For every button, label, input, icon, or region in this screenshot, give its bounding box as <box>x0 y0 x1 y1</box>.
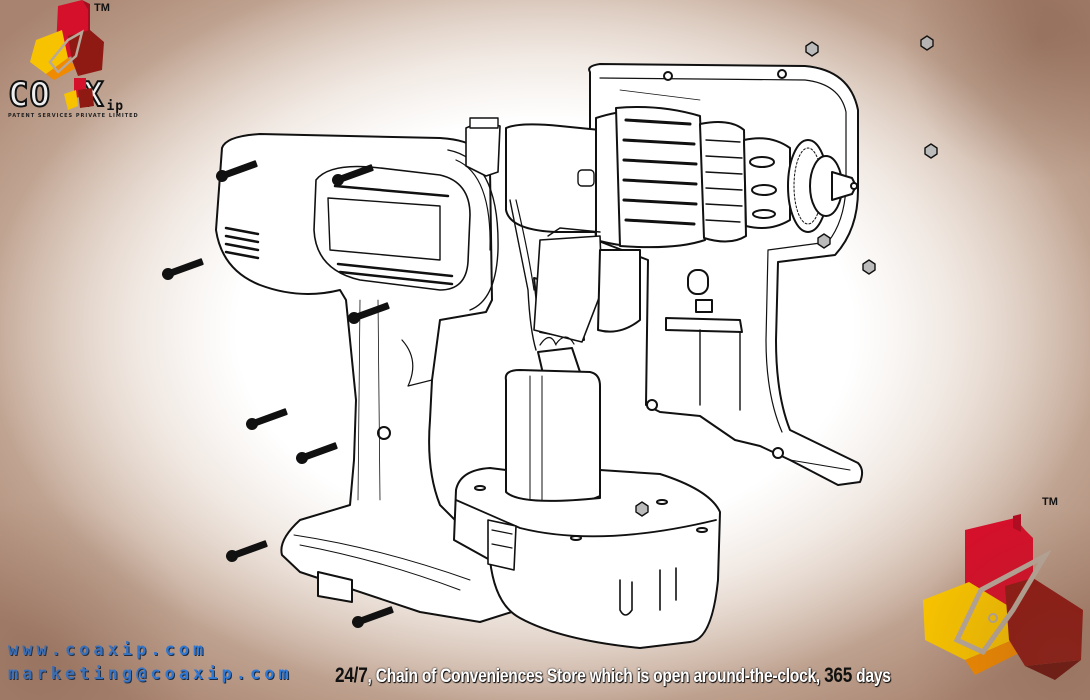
screw <box>246 408 288 430</box>
screw <box>162 258 204 280</box>
tagline-text-1: , Chain of Conveniences Store which is o… <box>367 666 825 687</box>
screw <box>226 540 268 562</box>
trademark-bottom: TM <box>1042 496 1058 508</box>
footer-tagline: 24/7, Chain of Conveniences Store which … <box>335 664 891 688</box>
hex-nut <box>862 259 876 275</box>
brand-mini-logo-icon <box>64 78 94 110</box>
hex-nuts <box>635 35 938 517</box>
tagline-highlight-247: 24/7 <box>335 664 368 687</box>
screw <box>216 160 258 182</box>
hex-nut <box>924 143 938 159</box>
tagline-highlight-365: 365 <box>824 664 853 687</box>
trademark-top: TM <box>94 2 110 14</box>
tagline-text-2: days <box>852 666 891 687</box>
hex-nut <box>817 233 831 249</box>
trigger-switch <box>509 199 641 379</box>
hex-nut <box>920 35 934 51</box>
brand-subtitle: PATENT SERVICES PRIVATE LIMITED <box>8 113 139 119</box>
motor-assembly <box>465 106 858 249</box>
brand-prefix: CO <box>7 75 51 115</box>
coax-logo-icon <box>30 0 104 80</box>
screw <box>352 606 394 628</box>
hex-nut <box>635 501 649 517</box>
coax-logo-large-icon <box>923 514 1083 680</box>
screws <box>162 160 394 628</box>
screw <box>348 302 390 324</box>
screw <box>332 164 374 186</box>
email-link[interactable]: marketing@coaxip.com <box>8 664 293 684</box>
website-link[interactable]: www.coaxip.com <box>8 640 208 660</box>
brand-ip: ip <box>106 99 125 114</box>
battery-pack <box>453 369 721 649</box>
screw <box>296 442 338 464</box>
hex-nut <box>805 41 819 57</box>
